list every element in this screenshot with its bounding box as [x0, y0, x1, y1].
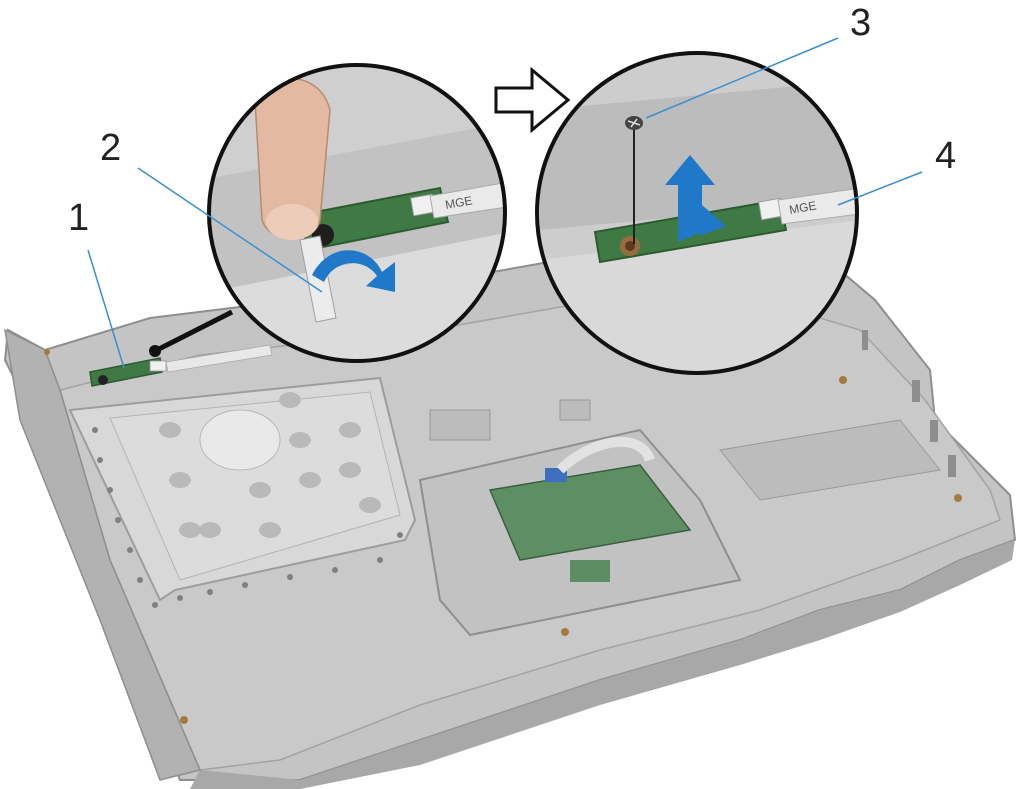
- callout-2-label: 2: [100, 127, 121, 169]
- lift-arrow: [665, 155, 715, 242]
- magnified-view-board-removal: MGE: [535, 51, 859, 375]
- magnifier-pointer: [153, 309, 234, 354]
- power-button-board: [89, 344, 273, 387]
- palmrest-assembly: [3, 256, 1017, 789]
- next-step-arrow: [494, 66, 571, 134]
- hard-drive-bracket-holes: [159, 392, 381, 538]
- cable-lifted: [777, 187, 857, 225]
- callout-4-label: 4: [935, 135, 956, 177]
- callout-3-label: 3: [850, 2, 871, 44]
- callout-4-leader: [837, 171, 923, 206]
- rotate-arrow: [312, 250, 395, 292]
- magnified-view-cable-disconnect: MGE: [207, 63, 507, 363]
- callout-3-leader: [645, 37, 839, 119]
- palmrest-left-edge: [4, 328, 202, 781]
- right-edge-clips: [862, 330, 956, 477]
- slide-arrow: [700, 205, 726, 236]
- pull-tab: [299, 235, 337, 323]
- callout-1-leader: [87, 249, 125, 369]
- touchpad-cable: [556, 436, 655, 474]
- cable-closeup: [429, 179, 505, 219]
- callout-2-leader: [137, 167, 323, 293]
- power-button-board-cable: [165, 344, 273, 373]
- bracket-screw-holes: [92, 427, 403, 608]
- callout-leaders: [87, 37, 923, 369]
- touchpad-bracket-tab: [570, 560, 610, 582]
- power-button-board-closeup: [298, 186, 450, 252]
- chassis-screw-posts: [44, 349, 962, 724]
- cable-label-text: MGE: [444, 193, 473, 212]
- palmrest-cutouts: [429, 399, 941, 501]
- touchpad-board: [488, 464, 692, 561]
- cable-label-text-2: MGE: [788, 198, 817, 217]
- magnifier-pointer-dot: [149, 345, 161, 357]
- callout-1-label: 1: [68, 197, 89, 239]
- screw-icon: [625, 116, 643, 130]
